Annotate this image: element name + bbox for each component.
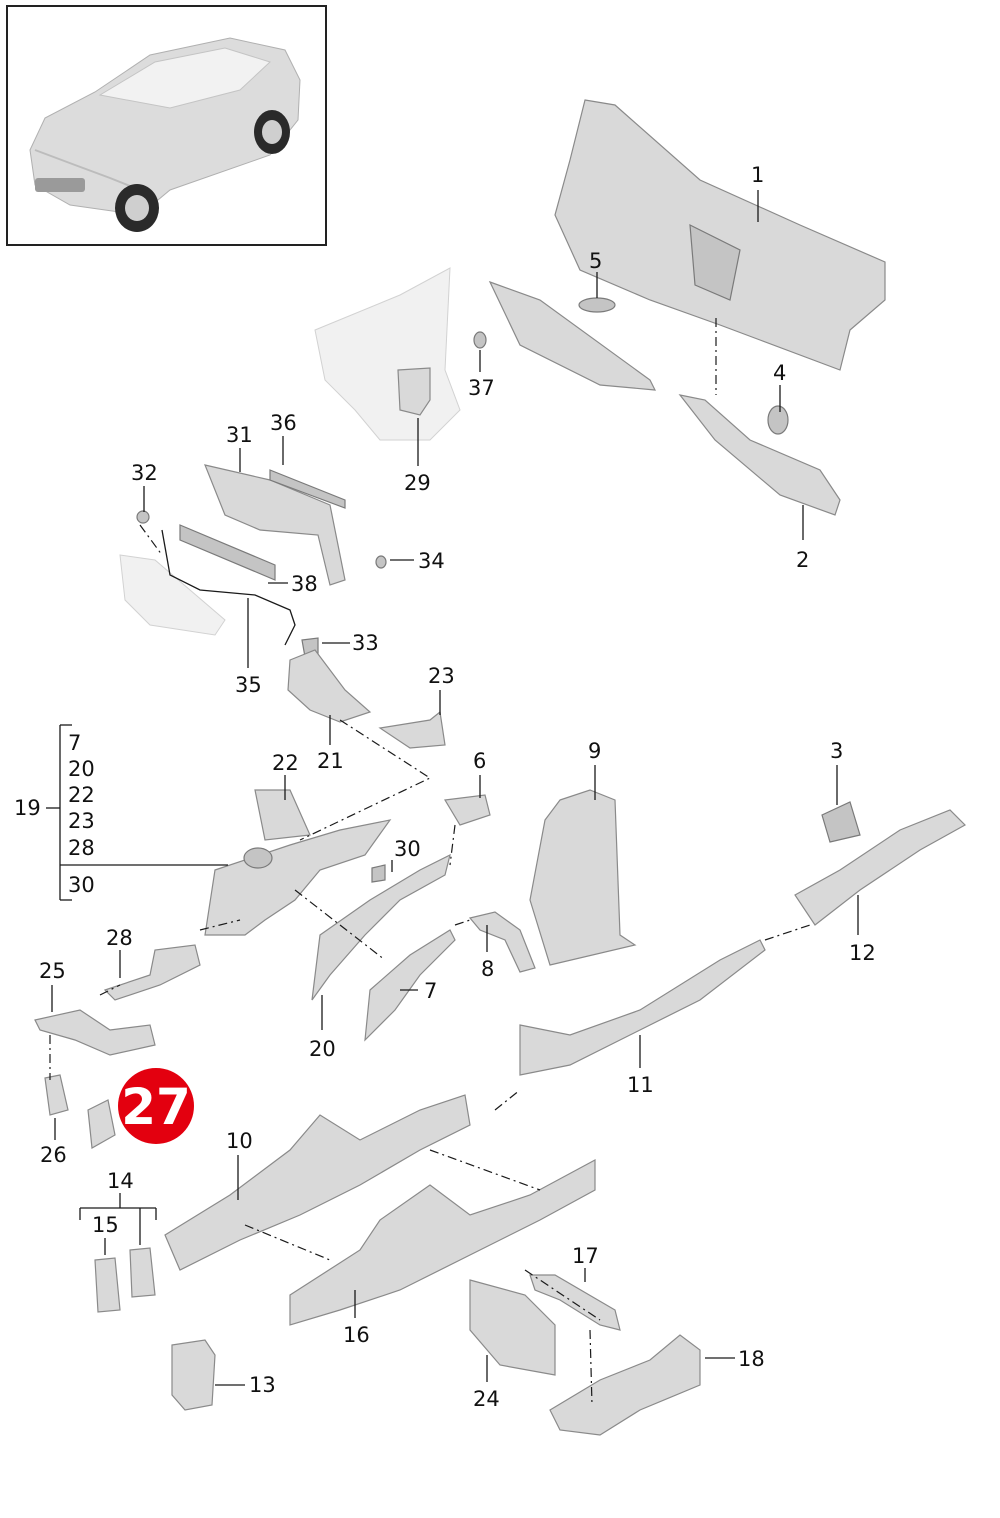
- part-32-shape: [136, 510, 150, 524]
- label-12: 12: [849, 941, 876, 965]
- label-29: 29: [404, 471, 431, 495]
- part-16-shape: [289, 1158, 596, 1326]
- label-5: 5: [589, 249, 602, 273]
- label-6: 6: [473, 749, 486, 773]
- part-1-shape: [554, 99, 886, 371]
- part-35-shape: [161, 529, 296, 646]
- label-16: 16: [343, 1323, 370, 1347]
- label-31: 31: [226, 423, 253, 447]
- part-36-shape: [269, 469, 346, 509]
- label-8: 8: [481, 957, 494, 981]
- label-10: 10: [226, 1129, 253, 1153]
- label-9: 9: [588, 739, 601, 763]
- part-37-shape: [473, 331, 487, 349]
- body-ghost: [314, 267, 461, 441]
- group-19-item: 22: [68, 783, 95, 807]
- label-32: 32: [131, 461, 158, 485]
- part-11-shape: [519, 939, 766, 1076]
- label-2: 2: [796, 548, 809, 572]
- part-19-detail: [243, 847, 273, 869]
- label-24: 24: [473, 1387, 500, 1411]
- highlight-badge-circle: [118, 1068, 194, 1144]
- label-35: 35: [235, 673, 262, 697]
- part-5-shape: [578, 297, 616, 313]
- part-27-shape: [87, 1099, 116, 1149]
- label-38: 38: [291, 572, 318, 596]
- group-19-list: 7 20 22 23 28 30: [68, 731, 95, 897]
- label-13: 13: [249, 1373, 276, 1397]
- label-33: 33: [352, 631, 379, 655]
- label-21: 21: [317, 749, 344, 773]
- part-8-shape: [468, 911, 536, 973]
- part-29-shape: [397, 367, 431, 416]
- part-23-shape: [378, 710, 446, 749]
- part-14-shape: [129, 1247, 156, 1298]
- label-18: 18: [738, 1347, 765, 1371]
- label-36: 36: [270, 411, 297, 435]
- part-4-shape: [767, 405, 789, 435]
- part-19-shape: [204, 819, 392, 936]
- label-11: 11: [627, 1073, 654, 1097]
- label-4: 4: [773, 361, 786, 385]
- part-1-detail: [689, 223, 741, 301]
- group-19-item: 20: [68, 757, 95, 781]
- part-22-shape: [254, 789, 311, 841]
- label-25: 25: [39, 959, 66, 983]
- bracket-ghost-left: [119, 554, 226, 636]
- group-19-item: 7: [68, 731, 81, 755]
- part-3-shape: [821, 801, 861, 843]
- group-19-item: 30: [68, 873, 95, 897]
- part-18-shape: [549, 1334, 701, 1436]
- label-3: 3: [830, 739, 843, 763]
- part-13-shape: [171, 1339, 216, 1411]
- part-24-shape: [469, 1279, 556, 1376]
- label-14: 14: [107, 1169, 134, 1193]
- part-26-shape: [44, 1074, 69, 1116]
- part-10-shape: [164, 1094, 471, 1271]
- part-28-shape: [103, 944, 201, 1001]
- label-15: 15: [92, 1213, 119, 1237]
- part-15-shape: [94, 1257, 121, 1313]
- vehicle-thumbnail: [6, 5, 327, 246]
- part-6-shape: [444, 794, 491, 826]
- part-30-shape: [371, 864, 386, 883]
- label-26: 26: [40, 1143, 67, 1167]
- part-7-shape: [364, 929, 456, 1042]
- part-12-shape: [794, 809, 966, 926]
- leader-lines: [46, 190, 859, 1386]
- part-2-shape: [678, 394, 841, 516]
- label-7: 7: [424, 979, 437, 1003]
- label-17: 17: [572, 1244, 599, 1268]
- part-34-shape: [375, 555, 387, 569]
- group-19-item: 23: [68, 809, 95, 833]
- label-28: 28: [106, 926, 133, 950]
- part-21-shape: [287, 649, 372, 723]
- assembly-lines: [49, 524, 811, 1406]
- panel-ghost-right: [488, 280, 657, 391]
- highlight-badge-label: 27: [121, 1078, 191, 1136]
- label-22: 22: [272, 751, 299, 775]
- part-labels: 1 5 4 2 37 29 31 36 32 38 34 35 33 23 21…: [14, 163, 876, 1411]
- label-1: 1: [751, 163, 764, 187]
- part-25-shape: [34, 1009, 156, 1056]
- label-30: 30: [394, 837, 421, 861]
- label-19: 19: [14, 796, 41, 820]
- label-37: 37: [468, 376, 495, 400]
- part-38-shape: [179, 524, 276, 581]
- part-31-shape: [204, 464, 346, 586]
- part-20-shape: [311, 853, 451, 1001]
- highlight-badge-27[interactable]: 27: [118, 1068, 194, 1144]
- label-23: 23: [428, 664, 455, 688]
- label-34: 34: [418, 549, 445, 573]
- label-20: 20: [309, 1037, 336, 1061]
- part-9-shape: [529, 789, 637, 966]
- group-19-item: 28: [68, 836, 95, 860]
